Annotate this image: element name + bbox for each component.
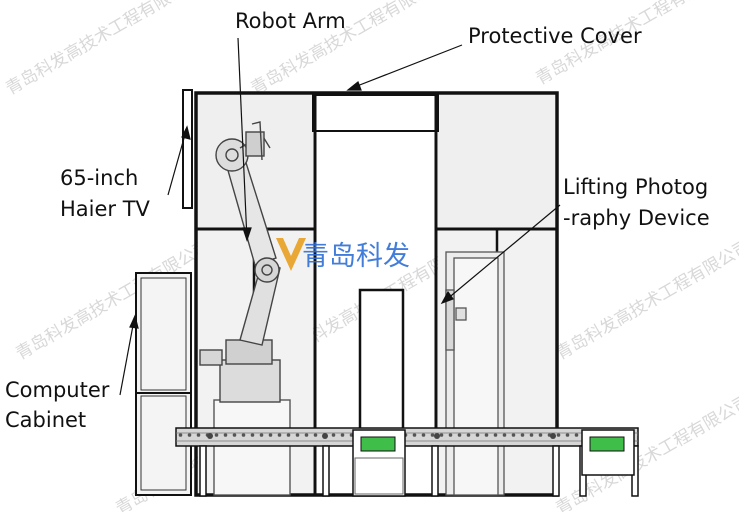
label-protective-cover: Protective Cover — [468, 24, 642, 49]
haier-tv — [183, 90, 192, 208]
label-lifting-line2: -raphy Device — [563, 206, 710, 231]
label-lifting-line1: Lifting Photog — [563, 175, 708, 200]
label-robot-arm: Robot Arm — [235, 9, 346, 34]
label-cabinet-line1: Computer — [5, 378, 109, 403]
watermark-6: 青岛科发高技术工程有限公司 — [553, 237, 739, 365]
inspection-station-1 — [353, 430, 405, 496]
logo-text: 青岛科发 — [302, 241, 410, 272]
central-device — [360, 290, 403, 430]
lifting-photography-device — [446, 252, 504, 495]
label-tv-line2: Haier TV — [60, 197, 150, 222]
watermark-1: 青岛科发高技术工程有限公司 — [3, 0, 204, 99]
label-tv-line1: 65-inch — [60, 166, 138, 191]
computer-cabinet — [136, 273, 191, 495]
label-cabinet-line2: Cabinet — [5, 408, 86, 433]
inspection-station-2 — [582, 430, 634, 475]
